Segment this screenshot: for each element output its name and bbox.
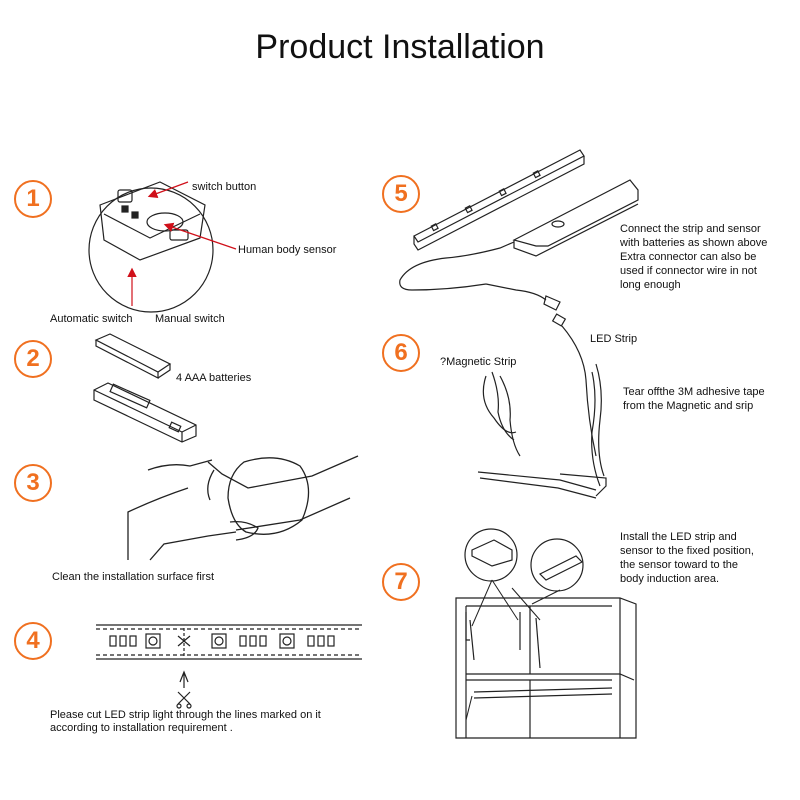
step-4-strip-illustration — [96, 624, 362, 709]
step-1-pointer-arrows — [127, 181, 237, 306]
step-1-number: 1 — [14, 180, 52, 218]
step-7-text-line-1: Install the LED strip and — [620, 531, 737, 543]
page-title: Product Installation — [255, 28, 545, 66]
step-5-text-line-1: Connect the strip and sensor — [620, 223, 761, 235]
step-7-text-line-3: the sensor toward to the — [620, 559, 739, 571]
step-7-text-line-4: body induction area. — [620, 573, 720, 585]
step-7-text-line-2: sensor to the fixed position, — [620, 545, 754, 557]
step-6-tape-illustration — [477, 363, 607, 499]
step-5-text-line-5: long enough — [620, 279, 681, 291]
led-strip-label: LED Strip — [590, 333, 638, 345]
step-1-sensor-illustration — [88, 181, 214, 313]
step-4-number: 4 — [14, 622, 52, 660]
human-body-sensor-label: Human body sensor — [238, 244, 337, 256]
step-6-text-line-2: from the Magnetic and srip — [623, 400, 754, 412]
step-5-number: 5 — [382, 175, 420, 213]
magnetic-strip-label: ?Magnetic Strip — [440, 356, 517, 368]
automatic-switch-label: Automatic switch — [50, 313, 133, 325]
step-5-text-line-2: with batteries as shown above — [620, 237, 768, 249]
step-6-number: 6 — [382, 334, 420, 372]
step-3-number: 3 — [14, 464, 52, 502]
step-4-caption-line-2: according to installation requirement . — [50, 722, 233, 734]
step-4-caption-line-1: Please cut LED strip light through the l… — [50, 709, 321, 721]
step-7-cabinet-illustration — [455, 528, 637, 739]
step-6-text-line-1: Tear offthe 3M adhesive tape — [623, 386, 765, 398]
step-7-pointer-lines — [465, 579, 561, 721]
step-2-number: 2 — [14, 340, 52, 378]
step-3-caption: Clean the installation surface first — [52, 571, 215, 583]
step-5-text-line-3: Extra connector can also be — [620, 251, 757, 263]
batteries-label: 4 AAA batteries — [176, 372, 252, 384]
step-3-hand-illustration — [127, 455, 359, 561]
manual-switch-label: Manual switch — [155, 313, 225, 325]
step-2-battery-illustration — [93, 333, 197, 443]
step-5-strip-illustration — [399, 149, 639, 457]
switch-button-label: switch button — [192, 181, 257, 193]
step-7-number: 7 — [382, 563, 420, 601]
step-5-text-line-4: used if connector wire in not — [620, 265, 757, 277]
